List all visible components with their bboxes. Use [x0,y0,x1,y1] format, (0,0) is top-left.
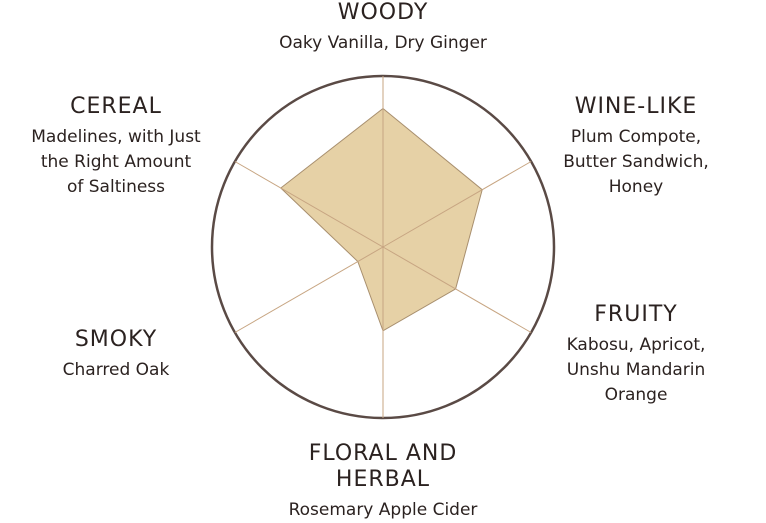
axis-label-wine-like-name: WINE-LIKE [574,94,698,119]
axis-label-cereal: CEREAL Madelines, with Just the Right Am… [0,94,236,200]
axis-label-wine-like: WINE-LIKE Plum Compote, Butter Sandwich,… [516,94,756,200]
axis-label-fruity: FRUITY Kabosu, Apricot, Unshu Mandarin O… [516,302,756,408]
chart-spokes [234,76,532,418]
axis-label-cereal-description: Madelines, with Just the Right Amount of… [31,127,201,197]
axis-label-floral-and-herbal-description: Rosemary Apple Cider [288,500,478,520]
axis-label-cereal-name: CEREAL [70,94,162,119]
spoke-fruity [382,246,532,333]
spoke-wine-like [382,161,532,248]
axis-label-woody: WOODY Oaky Vanilla, Dry Ginger [263,0,503,56]
radar-chart [210,74,556,420]
flavor-profile-shape [280,107,483,332]
axis-label-smoky-name: SMOKY [74,327,158,352]
axis-label-fruity-description: Kabosu, Apricot, Unshu Mandarin Orange [566,335,706,405]
axis-label-smoky: SMOKY Charred Oak [0,327,236,383]
axis-label-floral-and-herbal: FLORAL AND HERBAL Rosemary Apple Cider [263,441,503,523]
spoke-smoky [234,246,384,333]
axis-label-smoky-description: Charred Oak [62,360,170,380]
axis-label-floral-and-herbal-name: FLORAL AND HERBAL [308,441,458,492]
axis-label-wine-like-description: Plum Compote, Butter Sandwich, Honey [563,127,709,197]
axis-label-woody-description: Oaky Vanilla, Dry Ginger [279,33,487,53]
spoke-cereal [234,161,384,248]
axis-label-fruity-name: FRUITY [594,302,678,327]
axis-label-woody-name: WOODY [337,0,429,25]
